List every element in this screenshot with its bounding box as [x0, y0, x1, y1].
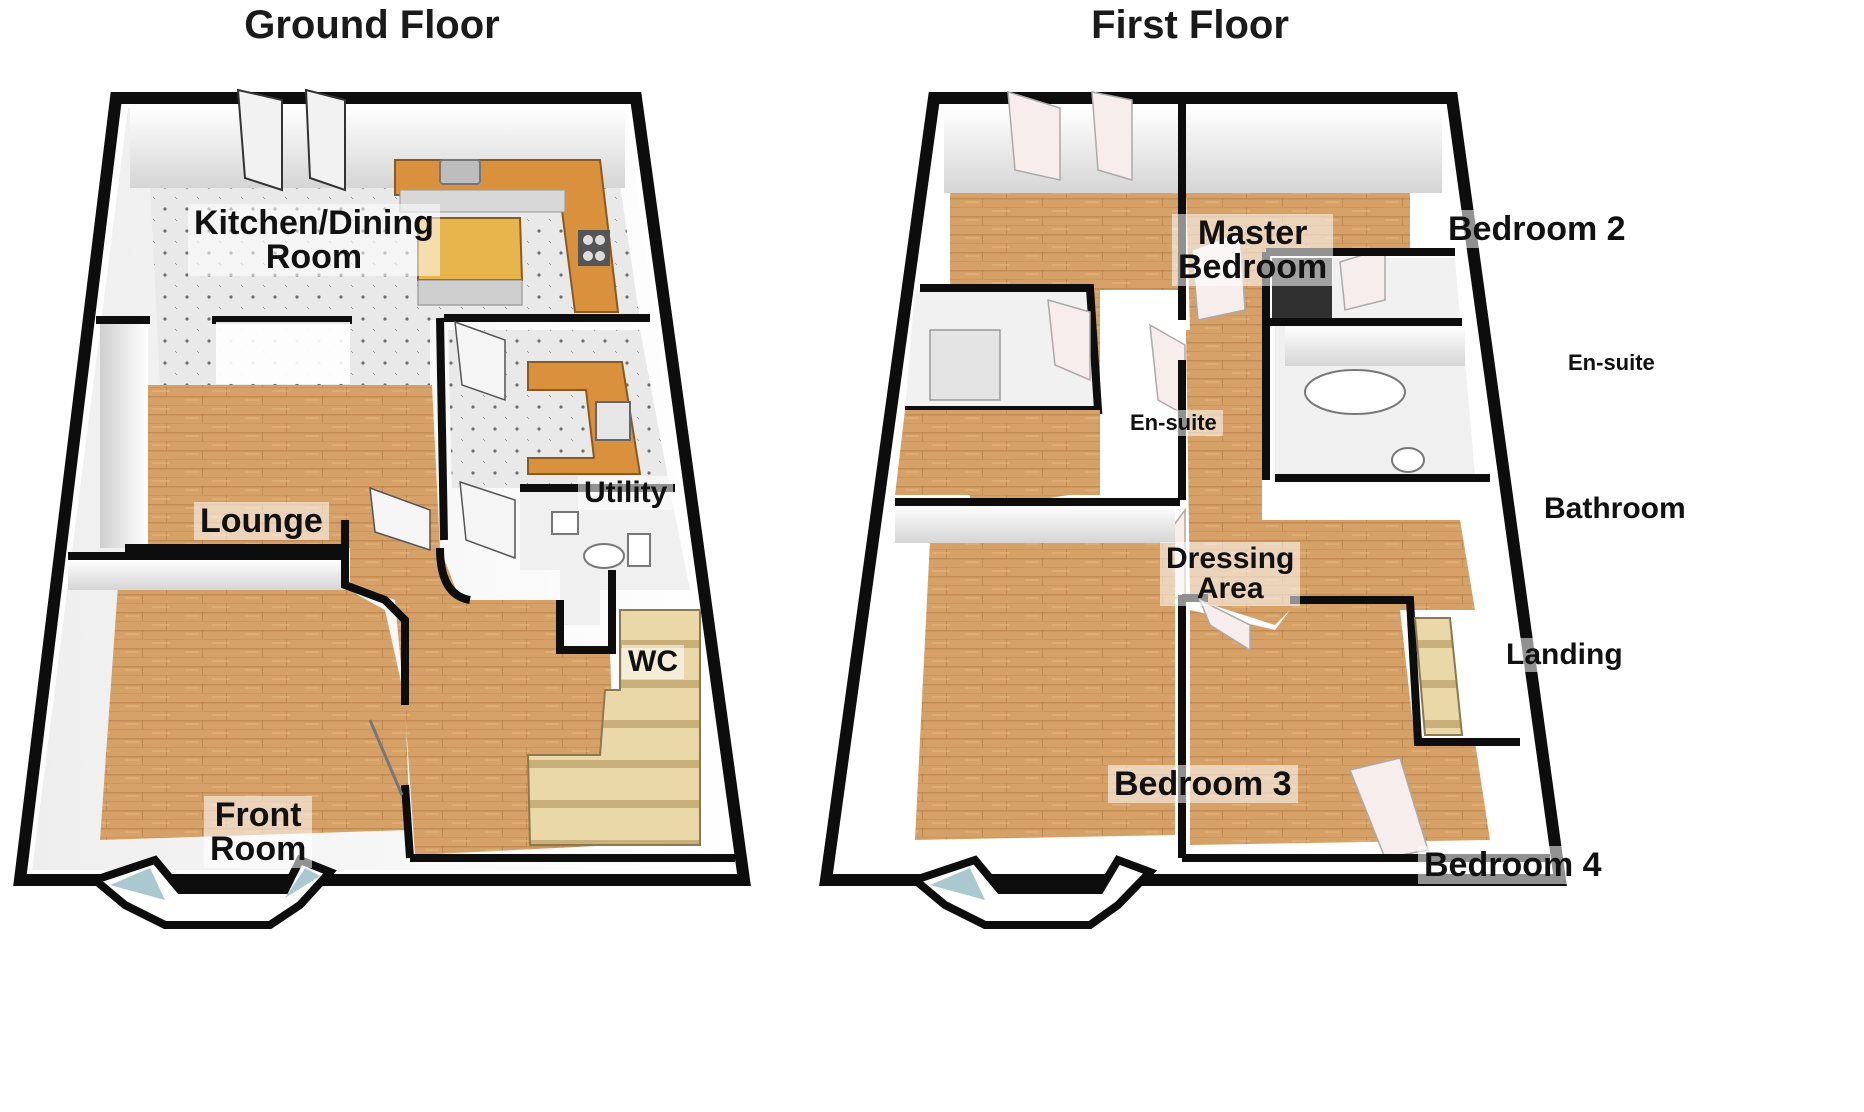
room-label-bathroom: Bathroom: [1538, 492, 1692, 526]
french-door-right-icon: [304, 88, 346, 192]
utility-sink-icon: [595, 401, 631, 441]
room-label-kitchen: Kitchen/Dining Room: [188, 204, 440, 276]
utility-door-icon: [454, 320, 506, 402]
room-label-bedroom-3: Bedroom 3: [1108, 765, 1298, 803]
room-label-dressing-area: Dressing Area: [1160, 542, 1301, 606]
dressing-area-floor: [895, 410, 1100, 495]
bedroom-4-door-icon: [1198, 598, 1251, 652]
kitchen-sink-icon: [439, 159, 481, 185]
room-label-wc: WC: [622, 645, 684, 679]
room-label-en-suite-1: En-suite: [1124, 410, 1223, 436]
wc-basin-icon: [551, 511, 579, 535]
front-room-floor: [100, 585, 410, 840]
utility-worktop: [527, 361, 642, 475]
room-label-bedroom-4: Bedroom 4: [1418, 846, 1608, 884]
front-room-door-icon: [368, 719, 404, 796]
room-label-en-suite-2: En-suite: [1562, 350, 1661, 376]
room-label-lounge: Lounge: [194, 502, 329, 540]
ground-floor-plan: [13, 88, 751, 929]
lounge-door-icon: [369, 486, 431, 552]
master-french-door-right-icon: [1091, 91, 1133, 182]
bathroom-toilet-icon: [1391, 447, 1425, 473]
room-label-bedroom-2: Bedroom 2: [1442, 210, 1632, 248]
room-label-utility: Utility: [578, 476, 674, 510]
bath-icon: [1304, 369, 1406, 415]
french-door-left-icon: [236, 88, 283, 192]
shower-icon: [929, 329, 1001, 401]
en-suite-1-door-icon: [1047, 298, 1091, 382]
room-label-master-bedroom: Master Bedroom: [1172, 214, 1334, 286]
wc-door-icon: [459, 480, 516, 560]
room-label-landing: Landing: [1500, 638, 1629, 672]
first-stairs: [1413, 617, 1464, 736]
toilet-icon: [583, 543, 625, 569]
ground-floor-title: Ground Floor: [244, 3, 500, 47]
master-french-door-left-icon: [1007, 90, 1061, 181]
room-label-front-room: Front Room: [204, 796, 313, 868]
first-floor-title: First Floor: [1091, 3, 1289, 47]
hob-icon: [578, 230, 610, 266]
